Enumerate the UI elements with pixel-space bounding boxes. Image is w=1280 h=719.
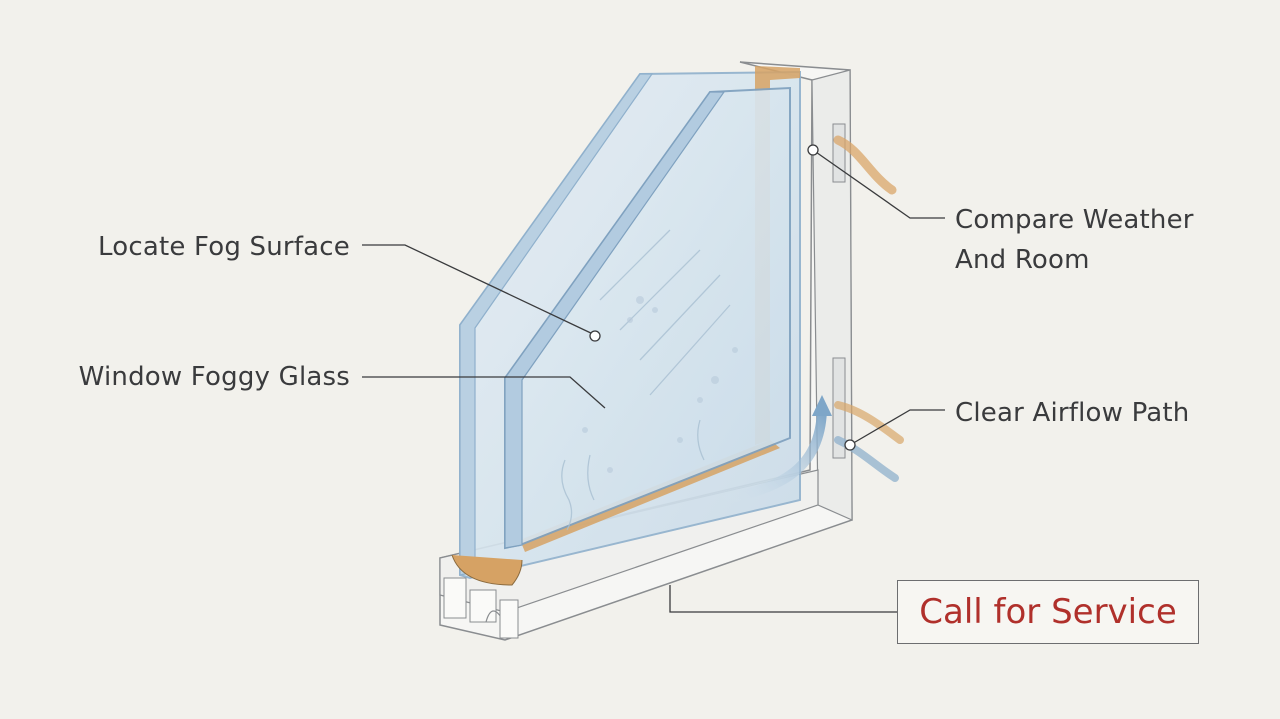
airflow-arrow-icon: [717, 395, 832, 505]
fog-condensation-icon: [561, 229, 731, 531]
label-clear-airflow-path: Clear Airflow Path: [955, 398, 1190, 428]
label-compare-line-2: And Room: [955, 245, 1090, 275]
label-compare-weather-and-room: Compare Weather And Room: [955, 200, 1194, 280]
leader-line-compare-weather: [812, 149, 945, 219]
leader-line-fog-surface: [362, 244, 596, 336]
inner-glass-pane: [504, 86, 791, 550]
leader-line-foggy-glass: [362, 376, 606, 409]
cool-air-stream-icon: [834, 436, 899, 482]
call-for-service-button[interactable]: Call for Service: [897, 580, 1199, 644]
callout-dot-airflow: [844, 439, 856, 451]
callout-dot-fog-surface: [589, 330, 601, 342]
leader-line-airflow: [849, 409, 945, 446]
warm-air-stream-icon: [833, 135, 897, 195]
label-locate-fog-surface: Locate Fog Surface: [98, 232, 350, 262]
label-window-foggy-glass: Window Foggy Glass: [78, 362, 350, 392]
label-compare-line-1: Compare Weather: [955, 205, 1194, 235]
warm-air-stream-icon: [834, 401, 904, 444]
leader-line-service: [669, 585, 897, 613]
callout-dot-compare-weather: [807, 144, 819, 156]
call-for-service-label: Call for Service: [919, 592, 1177, 632]
